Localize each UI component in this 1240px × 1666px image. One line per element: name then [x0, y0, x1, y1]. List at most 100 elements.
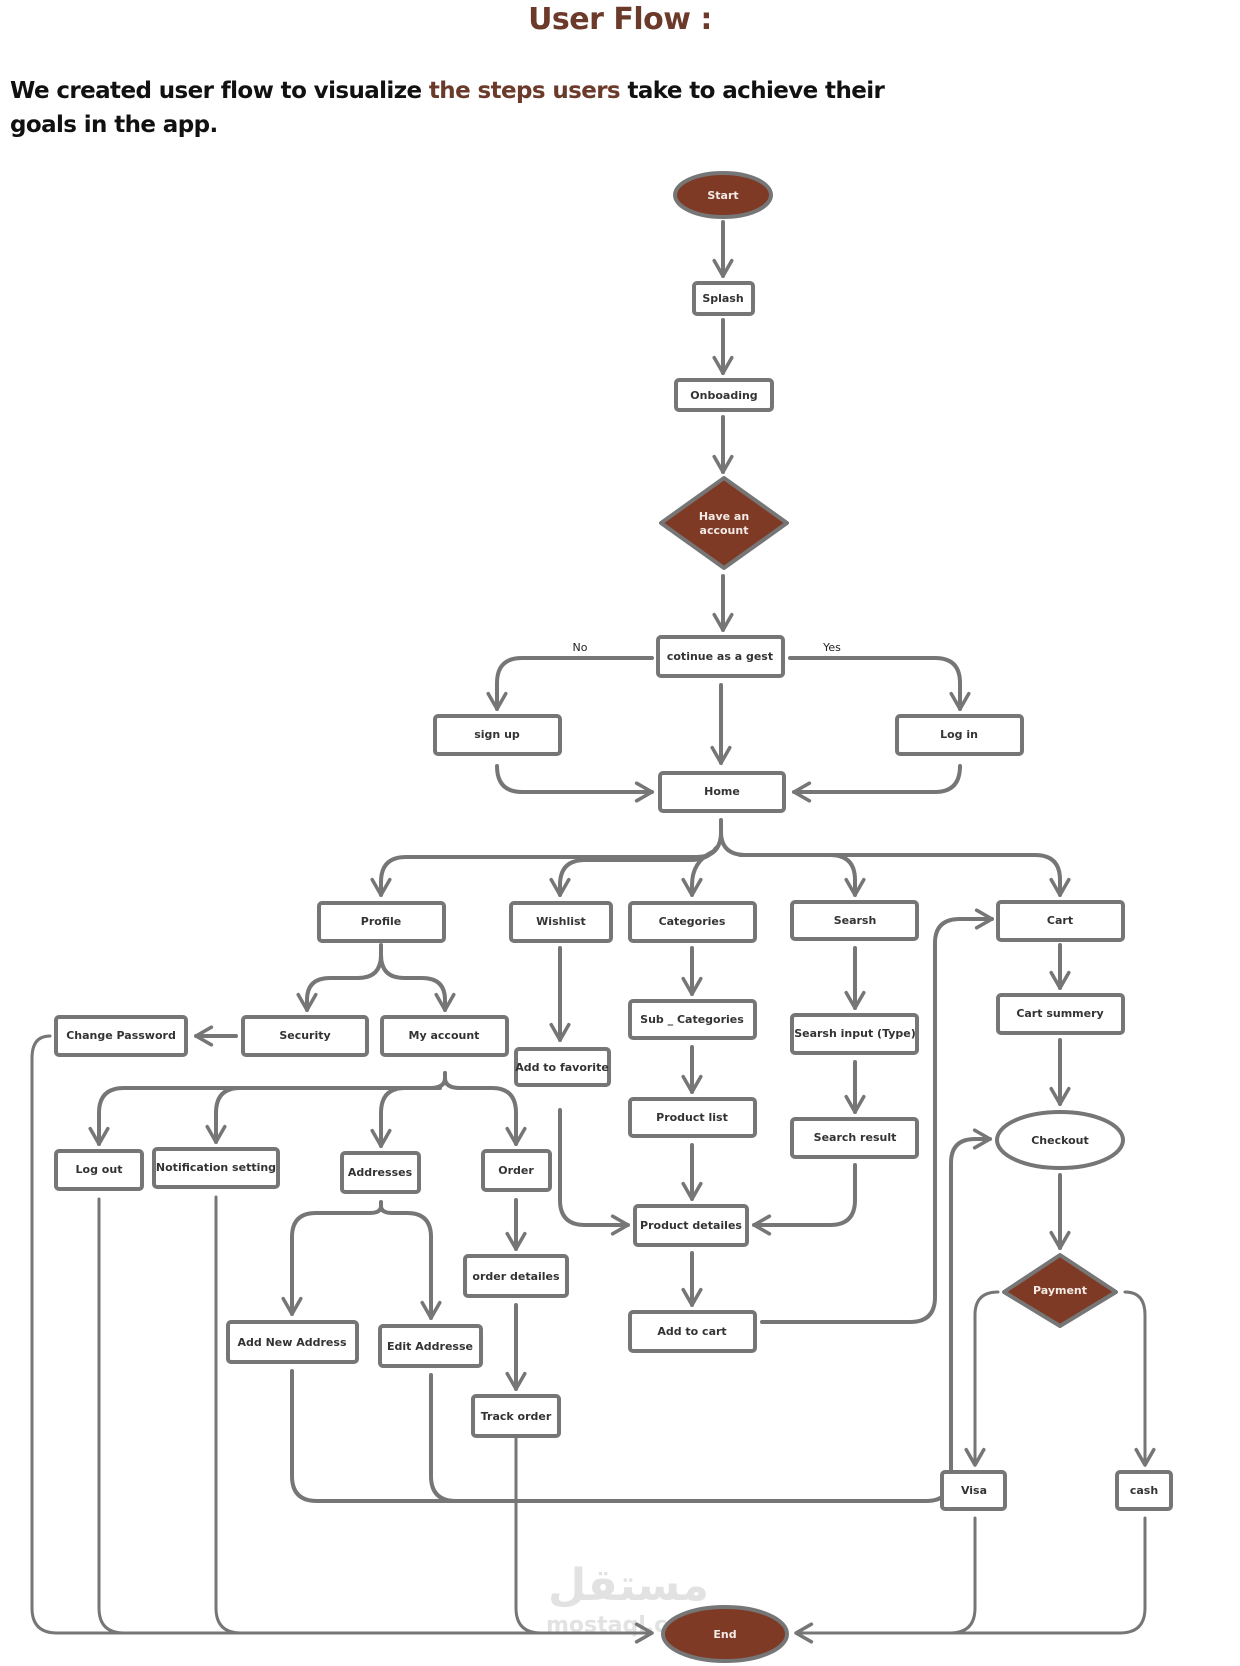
edge-notification-end: [214, 1195, 243, 1635]
edge-label-yes: Yes: [822, 641, 841, 654]
node-start[interactable]: Start: [673, 171, 773, 219]
node-home-label: Home: [704, 785, 740, 798]
node-security-label: Security: [279, 1029, 330, 1042]
node-order-details-label: order detailes: [472, 1270, 560, 1283]
edge-myaccount-notification: [205, 1086, 442, 1144]
node-add-to-favorite[interactable]: Add to favorite: [514, 1047, 611, 1087]
nodes: Start Splash Onboading Have an account c…: [54, 171, 1173, 1663]
node-add-to-favorite-label: Add to favorite: [515, 1061, 609, 1074]
edge-logout-end: [97, 1197, 126, 1635]
edge-payment-cash: [1123, 1290, 1156, 1467]
node-end[interactable]: End: [661, 1605, 789, 1663]
node-checkout[interactable]: Checkout: [995, 1110, 1125, 1170]
node-cart-summary[interactable]: Cart summery: [996, 993, 1125, 1035]
node-wishlist-label: Wishlist: [536, 915, 586, 928]
node-sub-categories-label: Sub _ Categories: [640, 1013, 744, 1026]
node-change-password-label: Change Password: [66, 1029, 176, 1042]
intro-before: We created user flow to visualize: [10, 78, 429, 104]
edge-addresses-addnew: [281, 1200, 383, 1316]
node-cash[interactable]: cash: [1115, 1470, 1173, 1511]
node-product-details[interactable]: Product detailes: [633, 1204, 749, 1247]
node-onboarding[interactable]: Onboading: [674, 378, 774, 412]
node-order[interactable]: Order: [481, 1149, 552, 1192]
edge-myaccount-logout: [88, 1071, 447, 1146]
node-notification-setting-label: Notification setting: [156, 1161, 276, 1174]
node-categories[interactable]: Categories: [628, 901, 757, 943]
node-add-to-cart-label: Add to cart: [657, 1325, 726, 1338]
edge-no-signup: [486, 656, 654, 711]
node-splash[interactable]: Splash: [692, 281, 755, 316]
node-start-label: Start: [707, 189, 738, 202]
node-checkout-label: Checkout: [1031, 1134, 1089, 1147]
edge-myaccount-addresses: [370, 1086, 422, 1148]
node-end-label: End: [713, 1628, 736, 1641]
edge-home-categories: [681, 850, 714, 897]
edge-label-no: No: [573, 641, 588, 654]
node-notification-setting[interactable]: Notification setting: [152, 1147, 280, 1189]
node-product-list[interactable]: Product list: [628, 1097, 757, 1138]
node-cart-label: Cart: [1047, 914, 1073, 927]
edge-addresses-edit: [379, 1204, 442, 1320]
node-profile-label: Profile: [361, 915, 401, 928]
node-log-in-label: Log in: [940, 728, 978, 741]
node-log-out[interactable]: Log out: [54, 1149, 144, 1191]
node-sign-up[interactable]: sign up: [433, 714, 562, 756]
edge-payment-visa: [964, 1290, 1000, 1467]
intro-after: take to achieve their goals in the app.: [10, 78, 885, 138]
node-onboarding-label: Onboading: [690, 389, 757, 402]
edge-myaccount-order: [443, 1071, 527, 1146]
edge-changepassword-end: [30, 1034, 654, 1644]
node-home[interactable]: Home: [658, 771, 786, 813]
node-splash-label: Splash: [702, 292, 743, 305]
page-title: User Flow :: [528, 2, 712, 37]
node-payment-label: Payment: [1033, 1284, 1087, 1297]
edge-home-search: [719, 830, 866, 897]
node-my-account[interactable]: My account: [380, 1015, 509, 1057]
node-edit-address[interactable]: Edit Addresse: [378, 1324, 483, 1368]
node-sign-up-label: sign up: [474, 728, 520, 741]
node-have-account-decision[interactable]: Have an account: [659, 476, 789, 570]
node-profile[interactable]: Profile: [317, 901, 446, 943]
node-cash-label: cash: [1130, 1484, 1158, 1497]
node-track-order-label: Track order: [481, 1410, 552, 1423]
node-addresses[interactable]: Addresses: [340, 1151, 421, 1194]
node-order-label: Order: [498, 1164, 534, 1177]
node-visa[interactable]: Visa: [940, 1470, 1007, 1511]
edge-home-profile: [370, 818, 723, 897]
node-log-in[interactable]: Log in: [895, 714, 1024, 756]
node-wishlist[interactable]: Wishlist: [509, 901, 613, 943]
edge-signup-home: [495, 764, 654, 803]
node-payment-decision[interactable]: Payment: [1002, 1253, 1118, 1328]
node-search[interactable]: Searsh: [790, 900, 919, 941]
node-order-details[interactable]: order detailes: [463, 1254, 569, 1298]
node-add-new-address-label: Add New Address: [238, 1336, 347, 1349]
node-add-new-address[interactable]: Add New Address: [226, 1320, 359, 1364]
node-addresses-label: Addresses: [348, 1166, 413, 1179]
node-search-input[interactable]: Searsh input (Type): [790, 1013, 919, 1055]
edge-favorite-details: [558, 1108, 630, 1236]
node-product-list-label: Product list: [656, 1111, 728, 1124]
node-search-input-label: Searsh input (Type): [794, 1027, 916, 1040]
node-log-out-label: Log out: [76, 1163, 123, 1176]
edge-home-cart: [738, 853, 1071, 897]
edge-track-end: [514, 1425, 543, 1635]
edge-visa-end: [794, 1516, 977, 1644]
edge-yes-login: [788, 656, 971, 711]
node-search-result[interactable]: Search result: [790, 1117, 919, 1159]
edge-edit-join: [429, 1373, 458, 1503]
edge-addtocart-cart: [760, 908, 994, 1324]
node-have-account-label-2: account: [700, 524, 749, 537]
node-track-order[interactable]: Track order: [471, 1394, 561, 1438]
node-sub-categories[interactable]: Sub _ Categories: [628, 999, 757, 1040]
node-security[interactable]: Security: [241, 1015, 369, 1057]
node-continue-guest[interactable]: cotinue as a gest: [656, 635, 785, 678]
node-edit-address-label: Edit Addresse: [387, 1340, 473, 1353]
node-product-details-label: Product detailes: [640, 1219, 742, 1232]
node-cart[interactable]: Cart: [996, 900, 1125, 942]
intro-highlight: the steps users: [428, 78, 621, 104]
node-add-to-cart[interactable]: Add to cart: [628, 1310, 757, 1353]
node-search-result-label: Search result: [814, 1131, 897, 1144]
node-change-password[interactable]: Change Password: [54, 1015, 188, 1057]
intro-text: We created user flow to visualize the st…: [10, 74, 890, 142]
